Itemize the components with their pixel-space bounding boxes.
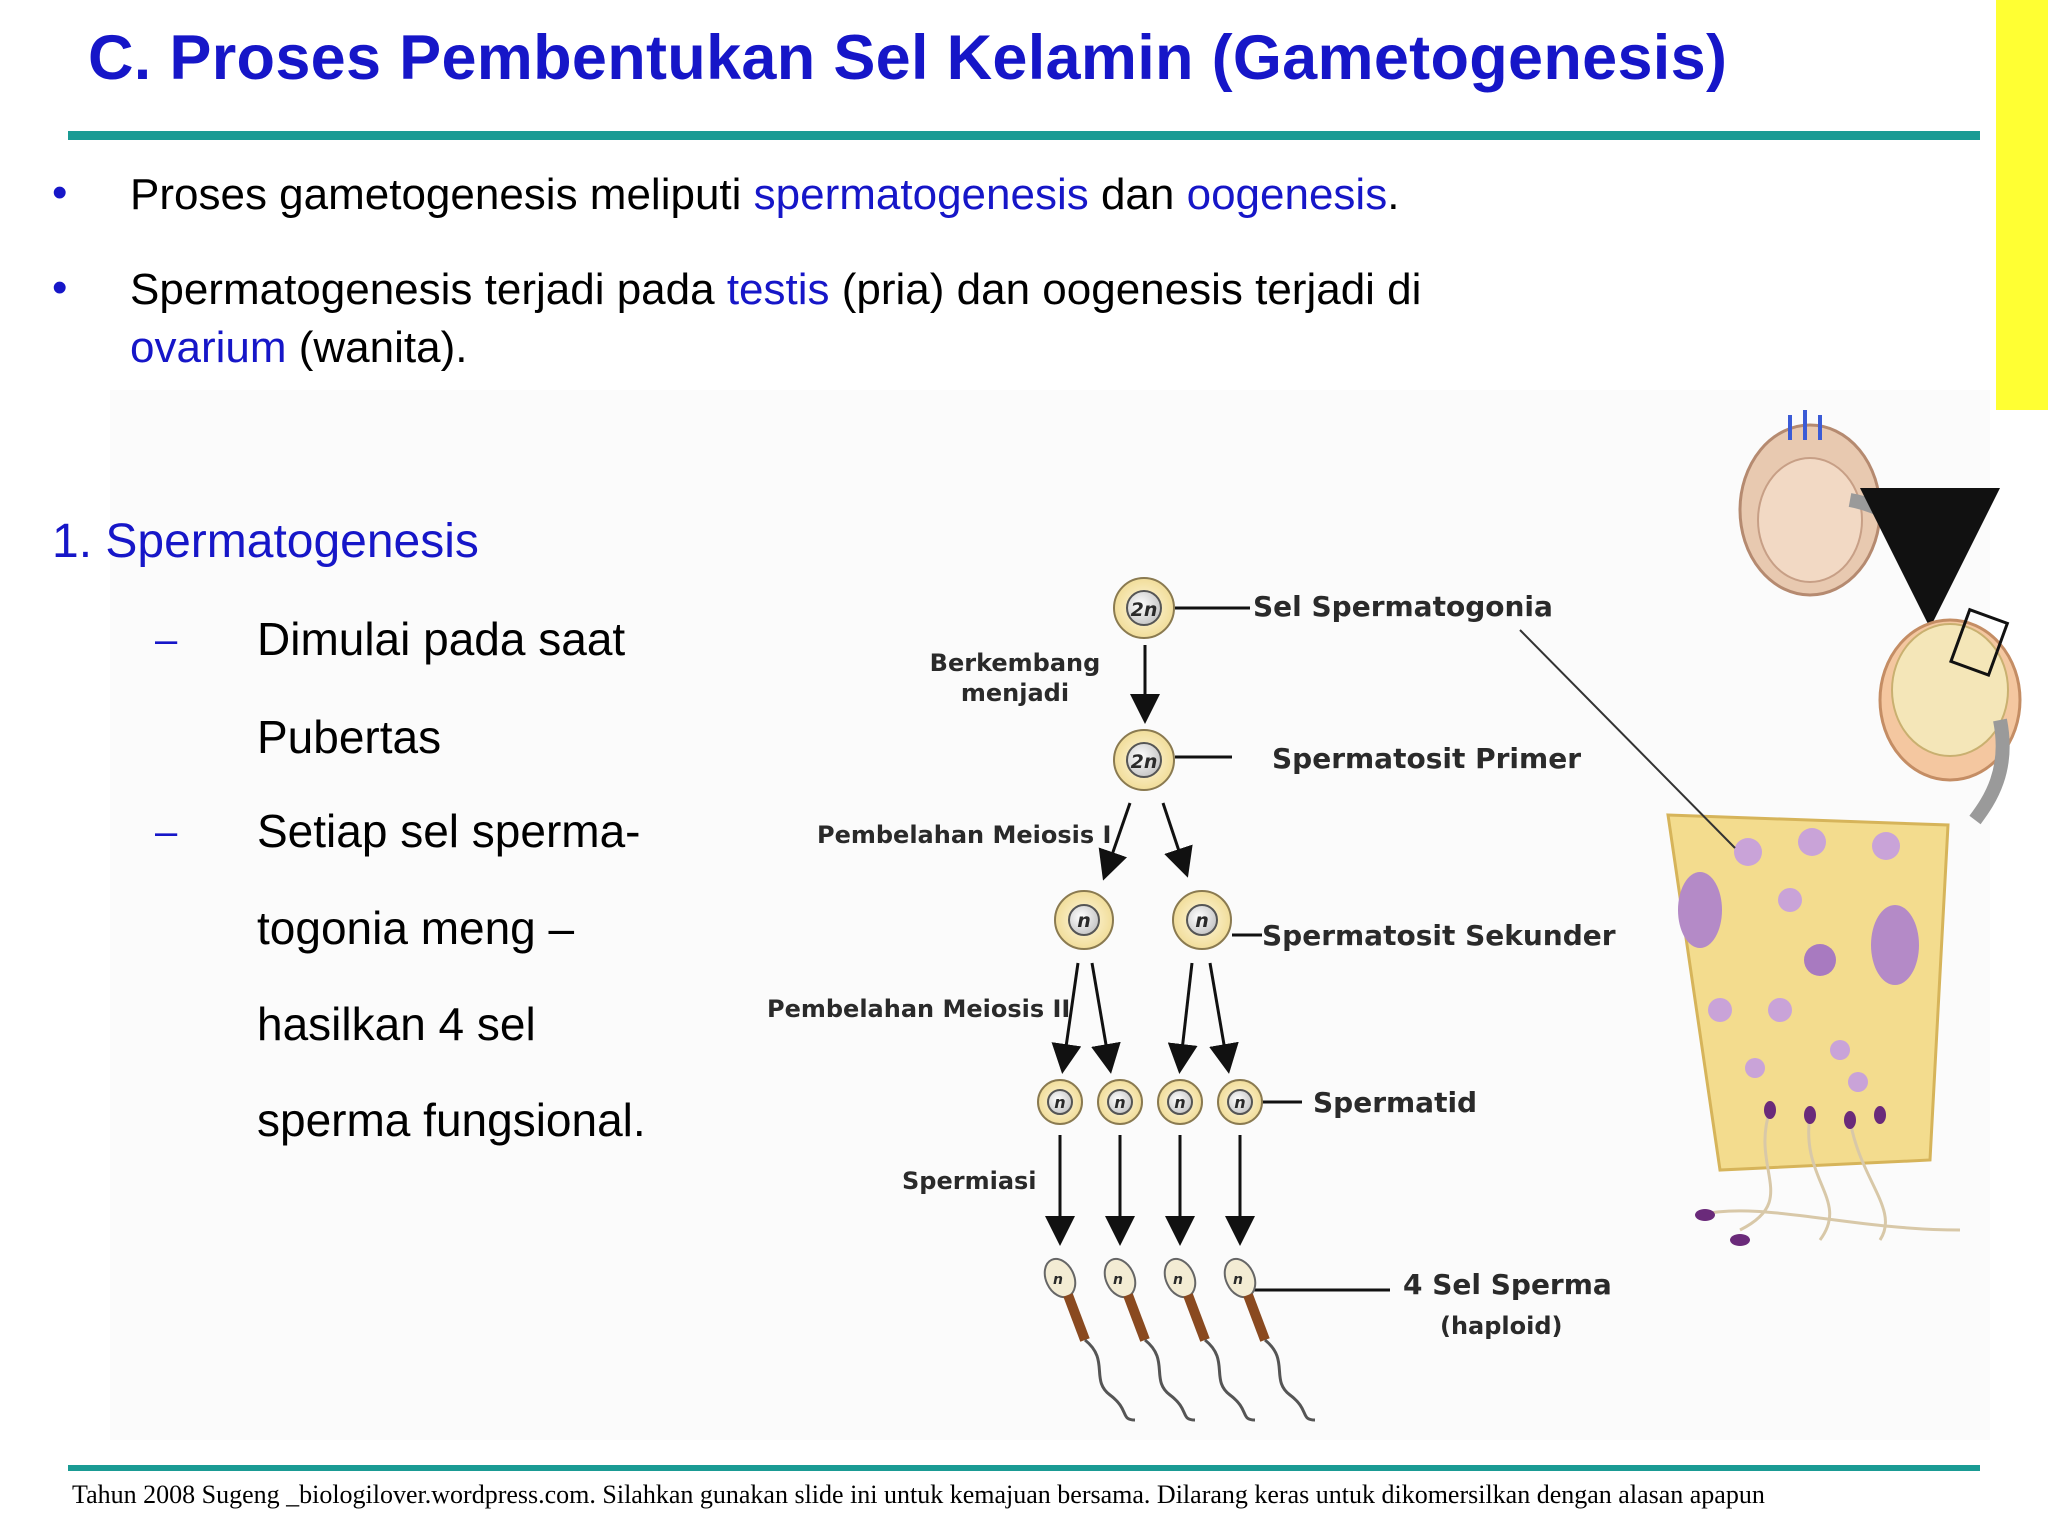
- arrow-meiosis2: [1090, 962, 1121, 1074]
- ploidy-label: n: [1113, 1272, 1123, 1288]
- cell-spermatid: n: [1157, 1079, 1203, 1125]
- sub-point-line: Pubertas: [257, 711, 442, 763]
- ploidy-label: n: [1234, 1093, 1245, 1112]
- highlight-term: testis: [726, 265, 830, 314]
- sub-point-line: hasilkan 4 sel: [257, 998, 536, 1050]
- cell-spermatogonia: 2n: [1113, 577, 1175, 639]
- pointer-line: [1519, 629, 1736, 849]
- ploidy-label: n: [1174, 1093, 1185, 1112]
- label-develop: Berkembang: [930, 649, 1101, 677]
- ploidy-label: n: [1195, 910, 1209, 932]
- bullet-1: Proses gametogenesis meliputi spermatoge…: [130, 166, 1590, 224]
- label-spermatid: Spermatid: [1313, 1086, 1477, 1119]
- highlight-term: oogenesis: [1186, 170, 1388, 219]
- cell-secondary-spermatocyte: n: [1054, 890, 1114, 950]
- dash-icon: –: [155, 618, 178, 662]
- ploidy-label: n: [1233, 1272, 1243, 1288]
- sperm-cell: n: [1163, 1257, 1256, 1422]
- bullet-2: Spermatogenesis terjadi pada testis (pri…: [130, 261, 1590, 377]
- arrow-meiosis2: [1051, 962, 1082, 1074]
- sub-point-line: togonia meng –: [257, 902, 575, 954]
- title-divider: [68, 131, 1980, 140]
- slide-title: C. Proses Pembentukan Sel Kelamin (Gamet…: [88, 23, 1728, 93]
- sperm-cell: n: [1223, 1257, 1316, 1422]
- section-title: 1. Spermatogenesis: [52, 515, 479, 568]
- bullet-text: Proses gametogenesis meliputi: [130, 170, 754, 219]
- label-haploid: (haploid): [1440, 1312, 1563, 1340]
- cell-secondary-spermatocyte: n: [1172, 890, 1232, 950]
- sperm-cell: n: [1043, 1257, 1136, 1422]
- label-secondary-spermatocyte: Spermatosit Sekunder: [1262, 919, 1616, 952]
- arrow-meiosis1-left: [1098, 802, 1132, 881]
- seminiferous-tubule-illustration: [1666, 813, 1961, 1246]
- ploidy-label: n: [1054, 1093, 1065, 1112]
- cell-spermatid: n: [1097, 1079, 1143, 1125]
- arrow-meiosis2: [1208, 962, 1239, 1074]
- ploidy-label: 2n: [1131, 751, 1158, 773]
- cell-primary-spermatocyte: 2n: [1113, 729, 1175, 791]
- sub-point-line: Setiap sel sperma-: [257, 805, 641, 857]
- ploidy-label: n: [1173, 1272, 1183, 1288]
- bullet-text: .: [1387, 170, 1400, 219]
- bullet-icon: •: [52, 263, 68, 312]
- ploidy-label: 2n: [1131, 599, 1158, 621]
- accent-bar: [1996, 0, 2048, 410]
- ploidy-label: n: [1053, 1272, 1063, 1288]
- arrow-meiosis2: [1167, 962, 1198, 1074]
- bullet-text: (wanita).: [286, 323, 468, 372]
- footer-divider: [68, 1465, 1980, 1471]
- label-sperm: 4 Sel Sperma: [1403, 1268, 1612, 1301]
- sub-point-line: Dimulai pada saat: [257, 613, 626, 665]
- ploidy-label: n: [1077, 910, 1091, 932]
- label-develop: menjadi: [961, 679, 1069, 707]
- bullet-icon: •: [52, 168, 68, 217]
- bullet-text: dan: [1088, 170, 1187, 219]
- sub-point-line: sperma fungsional.: [257, 1094, 646, 1146]
- ploidy-label: n: [1114, 1093, 1125, 1112]
- label-primary-spermatocyte: Spermatosit Primer: [1272, 742, 1581, 775]
- highlight-term: spermatogenesis: [753, 170, 1089, 219]
- cell-spermatid: n: [1217, 1079, 1263, 1125]
- label-meiosis-2: Pembelahan Meiosis II: [767, 995, 1070, 1023]
- dash-icon: –: [155, 810, 178, 854]
- footer-credit: Tahun 2008 Sugeng _biologilover.wordpres…: [72, 1480, 1765, 1509]
- cell-spermatid: n: [1037, 1079, 1083, 1125]
- label-spermatogonia: Sel Spermatogonia: [1253, 590, 1553, 623]
- label-spermiation: Spermiasi: [902, 1167, 1037, 1195]
- testis-illustration: [1738, 410, 2022, 825]
- bullet-text: Spermatogenesis terjadi pada: [130, 265, 727, 314]
- sperm-cell: n: [1103, 1257, 1196, 1422]
- bullet-text: (pria) dan oogenesis terjadi di: [829, 265, 1422, 314]
- highlight-term: ovarium: [130, 323, 287, 372]
- label-meiosis-1: Pembelahan Meiosis I: [817, 821, 1111, 849]
- arrow-meiosis1-right: [1161, 802, 1193, 878]
